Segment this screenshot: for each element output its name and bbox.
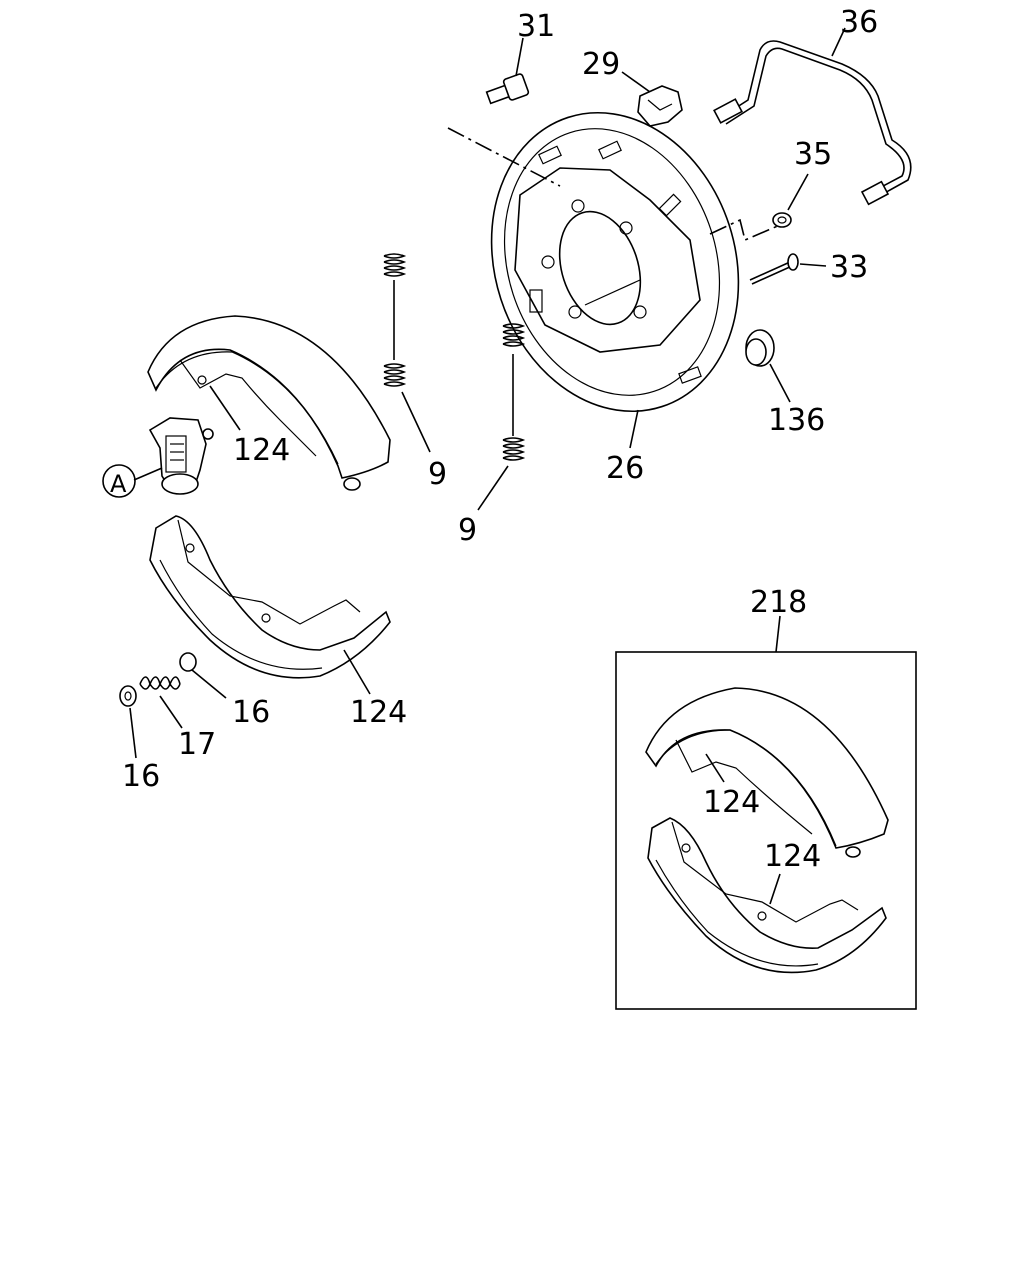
plug — [745, 329, 791, 403]
spring-upper — [383, 253, 431, 453]
backing-plate — [490, 111, 740, 413]
brake-shoe-upper — [147, 315, 391, 491]
label-9-upper: 9 — [428, 457, 447, 492]
label-17: 17 — [178, 727, 216, 762]
spring-lower — [477, 323, 526, 511]
label-31: 31 — [517, 9, 555, 44]
label-33: 33 — [830, 250, 868, 285]
assembly-lines — [447, 127, 781, 242]
label-136: 136 — [768, 403, 825, 438]
leader-26 — [629, 409, 639, 449]
grommet — [772, 173, 809, 228]
label-26: 26 — [606, 451, 644, 486]
pin — [749, 253, 827, 285]
callout-labels: 31 29 36 35 33 136 26 9 9 124 A 124 16 1… — [110, 5, 878, 874]
label-16-right: 16 — [232, 695, 270, 730]
wheel-cylinder — [102, 417, 214, 498]
label-124-kit-upper: 124 — [703, 785, 760, 820]
label-124-lower: 124 — [350, 695, 407, 730]
bolt — [485, 37, 530, 105]
label-a: A — [110, 470, 127, 498]
label-124-kit-lower: 124 — [764, 839, 821, 874]
label-35: 35 — [794, 137, 832, 172]
label-29: 29 — [582, 47, 620, 82]
bracket — [621, 71, 683, 127]
brake-pipe — [713, 27, 912, 206]
label-124-upper: 124 — [233, 433, 290, 468]
label-16-left: 16 — [122, 759, 160, 794]
label-36: 36 — [840, 5, 878, 40]
callout-circle-a — [102, 464, 136, 498]
label-9-lower: 9 — [458, 513, 477, 548]
label-218: 218 — [750, 585, 807, 620]
brake-shoe-lower — [149, 515, 391, 695]
shoe-kit-box — [615, 615, 917, 1010]
adjuster-parts — [119, 652, 227, 759]
